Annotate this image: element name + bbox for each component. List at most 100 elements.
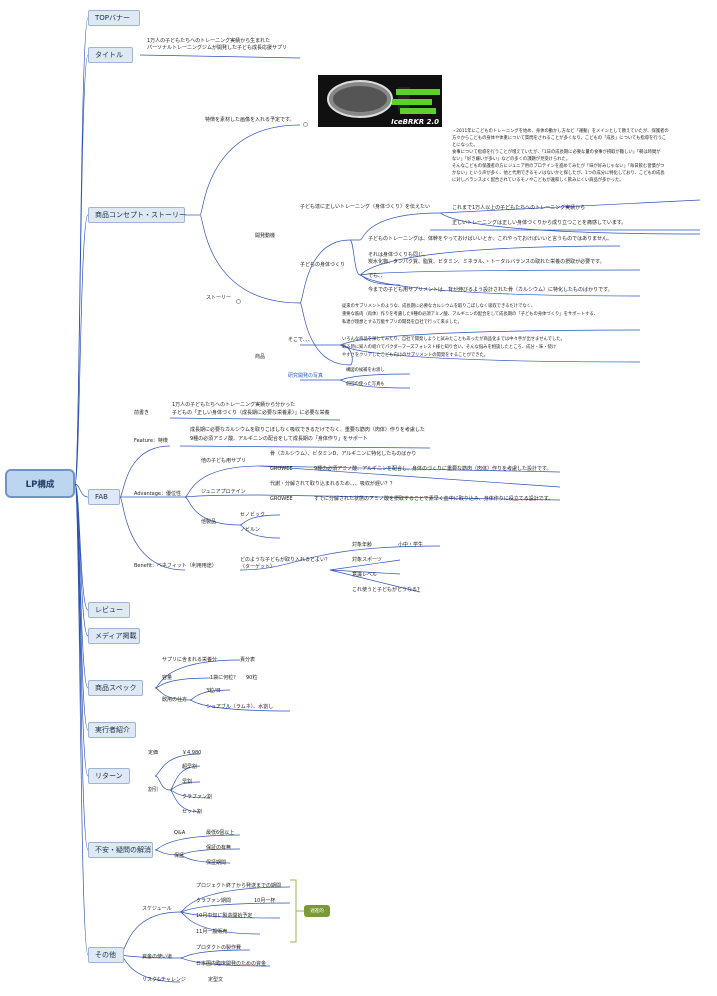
- collapse-dot[interactable]: [236, 299, 241, 304]
- spec-s1v: 責分表: [240, 657, 256, 663]
- concept-image-note: 特徴を素材した画像を入れる予定です。: [205, 117, 295, 123]
- reason-a-long: ・2011年にこどものトレーニングを始め、身体の動かし方など「運動」をメインとし…: [452, 129, 669, 183]
- spec-s3: 飲用の仕方: [162, 697, 188, 703]
- reason-a3: 正しいトレーニングは正しい身体づくりから成り立つことを痛感しています。: [452, 220, 627, 226]
- fab-feature-2: 9種の必須アミノ酸、アルギニンの配合をして成長期の「身体作り」をサポート: [190, 436, 368, 442]
- worries-w2a: 保証の有無: [206, 845, 232, 851]
- root-node[interactable]: LP構成: [5, 469, 75, 498]
- fab-feature-1: 成長期に必要なカルシウムを取りこぼしなく吸収できるだけでなく、重要な筋肉（肉体）…: [190, 427, 425, 433]
- product-a: そこで、、、: [288, 337, 313, 343]
- reason-b2-1: それは身体づくりも同じ。: [368, 252, 429, 258]
- reason-b4: 今までの子ども用サプリメントは、背が伸びるよう設計された骨（カルシウム）に特化し…: [368, 287, 613, 293]
- fab-benefit-1v: 小中・学生: [398, 542, 424, 548]
- worries-w2b: 保証期間: [206, 860, 227, 866]
- worries-w1: Q&A: [174, 830, 186, 836]
- reason-b: 子どもの身体づくり: [300, 262, 346, 268]
- reason-a2: これまで1万人以上の子どもたちへのトレーニング実績から: [452, 205, 586, 211]
- spec-s1: サプリに含まれる栄養分: [162, 657, 218, 663]
- fab-adv-c: 他製品: [201, 519, 217, 525]
- worries-w1v: 最低6個以上: [206, 830, 235, 836]
- story-label: ストーリー: [206, 295, 232, 301]
- other-o2b: 日本国内臨床開発のための資金: [196, 961, 267, 967]
- node-returns[interactable]: リターン: [88, 768, 130, 784]
- fab-adv-b: ジュニアプロテイン: [201, 489, 246, 495]
- returns-r2a: 超早割: [182, 764, 198, 770]
- reason-b3: でも、、: [368, 273, 386, 279]
- node-spec[interactable]: 商品スペック: [88, 680, 143, 696]
- node-fab[interactable]: FAB: [88, 489, 120, 505]
- spec-s2a: 1袋に何粒？: [210, 675, 239, 681]
- node-person[interactable]: 実行者紹介: [88, 722, 136, 738]
- product-a2-2: ある時に知人の紹介でパクダーフーズフォレスト様と知り合い、そんな悩みを相談したと…: [342, 345, 557, 350]
- other-o1b: クラファン期間: [196, 898, 232, 904]
- fab-benefit-3: 意識レベル: [352, 572, 378, 578]
- other-o2a: プロダクトの製作費: [196, 945, 242, 951]
- other-o1b2: 10月一杯: [254, 898, 276, 904]
- goggles-graphic: [327, 80, 410, 118]
- collapse-dot[interactable]: [303, 122, 308, 127]
- title-line-1: 1万人の子どもたちへのトレーニング実績から生まれた: [147, 38, 271, 44]
- product-b2: 前回の使った写真も: [346, 382, 385, 387]
- returns-r1v: ￥4,980: [182, 750, 202, 756]
- fab-benefit-q2: （ターゲット）: [240, 564, 276, 570]
- fab-adv-b2: すでに分解された状態のアミノ酸を摂取することで素早く血中に取り込み、身体作りに役…: [314, 496, 554, 502]
- reason-b1: 子どものトレーニングは、体幹をやっておけばいいとか、これやっておけばいいと言うも…: [368, 236, 612, 242]
- fab-intro-2: 子どもの「正しい身体づくり（成長期に必要な栄養素）」に必要な栄養: [172, 410, 330, 416]
- image-brand: IceBRKR 2.0: [391, 118, 439, 126]
- product-image: IceBRKR 2.0: [318, 75, 442, 127]
- reason-b2-2: 炭水化物、タンパク質、脂質、ビタミン、ミネラル、・トータルバランスの取れた栄養の…: [368, 259, 605, 265]
- fab-adv-b2-tag: GROWEE: [270, 496, 293, 502]
- fab-intro: 前書き: [134, 410, 150, 416]
- fab-adv-b1: 代謝・分解されて取り込まれるため、、、吸収が遅い？？: [270, 481, 395, 487]
- fab-benefit-4: これ使うと子どもがどうなる？: [352, 587, 423, 593]
- other-o2: 資金の使い道: [142, 954, 173, 960]
- node-worries[interactable]: 不安・疑問の解消: [88, 842, 153, 858]
- other-o1a: プロジェクト終了から発送までの期間: [196, 883, 282, 889]
- returns-r2c: クラファン割: [182, 794, 213, 800]
- product-b1: 構図の候補をお渡し: [346, 368, 385, 373]
- fab-adv-c2: ノビルン: [240, 527, 260, 533]
- schedule-badge[interactable]: 週進的: [304, 905, 330, 917]
- other-o3: リスク&チャレンジ: [142, 977, 186, 983]
- fab-benefit-q1: どのような子どもが取り入れるとよい？: [240, 557, 331, 563]
- product-a2-3: やすさをクリアしたこども向けのサプリメントの開発をすることができた。: [342, 353, 489, 358]
- fab-adv-a2-tag: GROWEE: [270, 466, 293, 472]
- fab-benefit-1: 対象年齢: [352, 542, 373, 548]
- fab-adv-a1: 骨（カルシウム）、ビタミンD、アルギニンに特化したものばかり: [270, 451, 417, 457]
- returns-r2b: 早割: [182, 779, 193, 785]
- other-o1c: 10月中旬に製造開始予定: [196, 913, 253, 919]
- spec-s2: 容量: [162, 675, 173, 681]
- other-o1: スケジュール: [142, 906, 172, 912]
- node-media[interactable]: メディア掲載: [88, 628, 140, 644]
- spec-s3a: 3粒/日: [206, 688, 221, 694]
- fab-adv-c1: セノビック: [240, 512, 266, 518]
- fab-adv-a2: 9種の必須アミノ酸、アルギニンを配合し、身体のづくりに重要な筋肉（肉体）作りを考…: [314, 466, 552, 472]
- node-top-banner[interactable]: TOPバナー: [88, 10, 140, 26]
- spec-s3b: シュアブル（ラムネ）、水割し: [206, 704, 274, 710]
- product-a1-1: 従来のサプリメントのような、成長期に必要なカルシウムを取りこぼしなく吸収できるだ…: [342, 304, 536, 309]
- spec-s2b: 90粒: [246, 675, 258, 681]
- returns-r2: 割引: [148, 787, 159, 793]
- returns-r1: 定価: [148, 750, 159, 756]
- other-o3a: 定型文: [208, 977, 224, 983]
- title-line-2: パーソナルトレーニングジムが開発した子ども成長応援サプリ: [147, 45, 288, 51]
- product-a1-3: 私達が理想とする万能サプリの開発を自社で行って来ました。: [342, 320, 462, 325]
- fab-advantage: Advantage：優位性: [134, 491, 181, 497]
- fab-feature: Feature：特徴: [134, 438, 168, 444]
- product-a2-1: いろんな商品を探してみたり、自社で開発しようと試みたこともあったが商品化までは中…: [342, 337, 565, 342]
- reason-a: 子ども達に正しいトレーニング（身体づくり）を伝えたい: [300, 204, 431, 210]
- reason-label: 開発動機: [255, 233, 276, 239]
- fab-benefit-2: 対象スポーツ: [352, 557, 382, 563]
- node-other[interactable]: その他: [88, 947, 124, 963]
- fab-benefit: Benefit：ベネフィット（利用用途）: [134, 563, 217, 569]
- node-title[interactable]: タイトル: [88, 47, 133, 63]
- fab-adv-a: 他の子ども用サプリ: [201, 458, 247, 464]
- other-o1d: 11月一般販売: [196, 929, 228, 935]
- fab-intro-1: 1万人の子どもたちへのトレーニング実績から分かった: [172, 402, 296, 408]
- node-concept[interactable]: 商品コンセプト・ストーリー: [88, 207, 186, 223]
- returns-r2d: セット割: [182, 809, 203, 815]
- product-b[interactable]: 研究開発の写真: [288, 373, 324, 379]
- worries-w2: 保証: [174, 853, 185, 859]
- node-review[interactable]: レビュー: [88, 602, 130, 618]
